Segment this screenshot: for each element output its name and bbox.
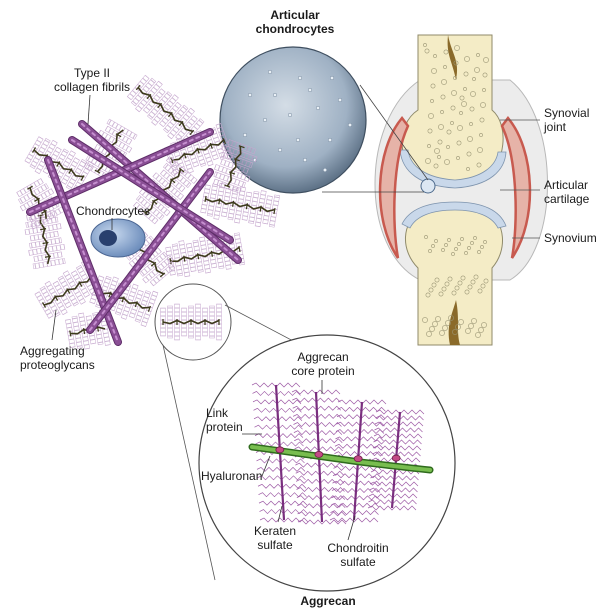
proteoglycan-bundles	[16, 74, 280, 350]
aggrecan-core-protein-label: Aggrecan core protein	[283, 350, 363, 378]
link-protein-line1: Link	[206, 406, 229, 420]
articular-cartilage-lower	[401, 201, 507, 229]
type2-collagen-label: Type II collagen fibrils	[42, 66, 142, 94]
articular-cartilage-line1: Articular	[544, 178, 589, 192]
collagen-leader	[87, 94, 91, 125]
collagen-network	[16, 74, 280, 350]
cartilage-callout-circle	[420, 178, 436, 194]
chondroitin-sulfate-line2: sulfate	[340, 555, 376, 569]
chondrocytes-label: Chondrocytes	[76, 204, 151, 218]
articular-chondrocytes-label: Articular chondrocytes	[255, 8, 335, 36]
aggregating-proteoglycans-label: Aggregating proteoglycans	[20, 344, 95, 372]
synovial-joint-line1: Synovial	[544, 106, 590, 120]
articular-cartilage-line2: cartilage	[544, 192, 590, 206]
keratan-sulfate-line2: sulfate	[257, 538, 293, 552]
magnified-proteoglycan	[154, 283, 444, 581]
aggrecan-detail	[198, 334, 456, 592]
proteoglycan-bundle	[133, 156, 198, 225]
synovium-label: Synovium	[544, 231, 597, 245]
synovial-joint-label: Synovial joint	[544, 106, 589, 134]
link-protein-line2: protein	[206, 420, 243, 434]
keratan-sulfate-line1: Keraten	[253, 524, 297, 538]
link-proteins	[275, 446, 401, 463]
proteoglycan-bundle	[65, 308, 111, 350]
aggrecan-title: Aggrecan	[300, 594, 356, 608]
small-circle-proteoglycan	[160, 303, 222, 341]
aggregating-proteoglycans-line1: Aggregating	[20, 344, 85, 358]
link-protein	[314, 450, 324, 458]
proteoglycan-bundle	[200, 182, 280, 228]
synovial-joint	[374, 34, 548, 346]
synovium-left	[378, 115, 410, 259]
joint-leaders	[500, 119, 540, 239]
chondroitin-sulfate-label: Chondroitin sulfate	[318, 541, 398, 569]
link-protein	[353, 455, 363, 463]
proteoglycan-leader	[51, 309, 57, 341]
type2-collagen-line2: collagen fibrils	[53, 80, 131, 94]
chondrocyte-cell	[90, 218, 146, 258]
link-protein-label: Link protein	[206, 406, 243, 434]
articular-chondrocytes-line1: Articular	[270, 8, 320, 22]
collagen-fibrils	[26, 120, 242, 346]
proteoglycan-bundle	[160, 303, 222, 341]
keratan-sulfate-label: Keraten sulfate	[240, 524, 310, 552]
chondroitin-sulfate-line1: Chondroitin	[327, 541, 389, 555]
link-protein	[275, 446, 285, 454]
link-protein	[391, 454, 401, 462]
upper-marrow	[447, 35, 458, 80]
synovial-joint-line2: joint	[544, 120, 567, 134]
proteoglycan-bundle	[34, 259, 105, 319]
articular-chondrocytes-line2: chondrocytes	[255, 22, 335, 36]
articular-cartilage-label: Articular cartilage	[544, 178, 589, 206]
synovium-right	[500, 115, 532, 259]
micrograph-cells	[242, 69, 353, 173]
aggrecan-core-protein-line2: core protein	[291, 364, 355, 378]
hyaluronan-label: Hyaluronan	[201, 469, 263, 483]
chondrocyte-micrograph	[219, 46, 429, 194]
proteoglycan-bundle	[126, 74, 205, 147]
proteoglycan-bundle	[212, 139, 258, 194]
aggrecan-core-protein-line1: Aggrecan	[297, 350, 349, 364]
aggregating-proteoglycans-line2: proteoglycans	[20, 358, 95, 372]
spongy-bone	[422, 43, 489, 338]
type2-collagen-line1: Type II	[73, 66, 111, 80]
